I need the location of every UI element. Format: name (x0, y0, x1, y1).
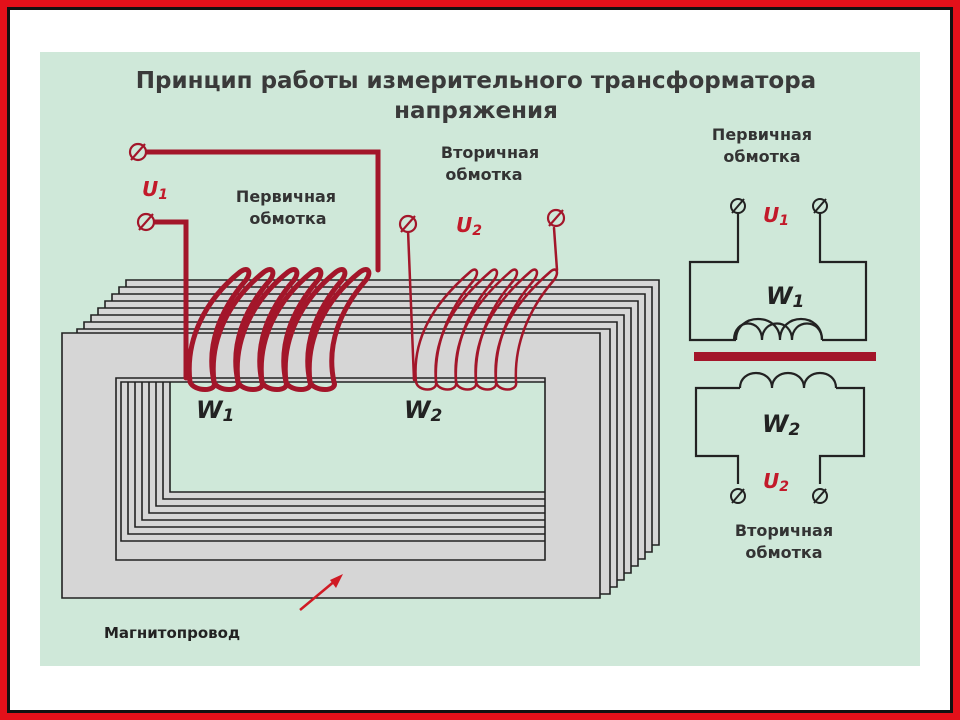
schematic-core-bar (694, 352, 876, 361)
title-line-2: напряжения (394, 98, 558, 124)
secondary-leads (406, 226, 559, 382)
primary-winding-coils (186, 267, 372, 392)
core-lamination-front (61, 332, 601, 599)
terminal-icon (730, 198, 746, 214)
schematic-w2-label: W2 (762, 410, 800, 440)
primary-winding-label-top: Первичная (236, 187, 336, 206)
secondary-winding-label-bottom: обмотка (445, 165, 522, 184)
schematic-primary-coil (732, 322, 824, 341)
terminal-icon (128, 142, 148, 162)
schematic-secondary-coil (738, 372, 838, 389)
terminal-icon (730, 488, 746, 504)
u1-label: U1 (142, 177, 168, 203)
schematic-secondary-circuit (694, 386, 866, 484)
schematic-primary-label-bottom: обмотка (723, 147, 800, 166)
terminal-icon (398, 214, 418, 234)
terminal-icon (812, 198, 828, 214)
secondary-winding-coils (414, 268, 559, 391)
primary-leads (143, 149, 381, 381)
schematic-w1-label: W1 (766, 282, 804, 312)
u2-label: U2 (456, 213, 482, 239)
terminal-icon (546, 208, 566, 228)
schematic-primary-circuit (688, 213, 868, 342)
schematic-secondary-label-bottom: обмотка (745, 543, 822, 562)
magnetic-core (61, 279, 660, 599)
w2-label: W2 (404, 396, 442, 426)
secondary-winding-label-top: Вторичная (441, 143, 539, 162)
schematic-secondary-label-top: Вторичная (735, 521, 833, 540)
schematic-u1-label: U1 (763, 203, 789, 229)
w1-label: W1 (196, 396, 234, 426)
magnetic-core-label: Магнитопровод (104, 624, 240, 642)
terminal-icon (136, 212, 156, 232)
schematic-u2-label: U2 (763, 469, 789, 495)
terminal-icon (812, 488, 828, 504)
schematic-primary-label-top: Первичная (712, 125, 812, 144)
primary-winding-label-bottom: обмотка (249, 209, 326, 228)
core-pointer-arrow (299, 574, 343, 611)
title-line-1: Принцип работы измерительного трансформа… (136, 68, 816, 94)
